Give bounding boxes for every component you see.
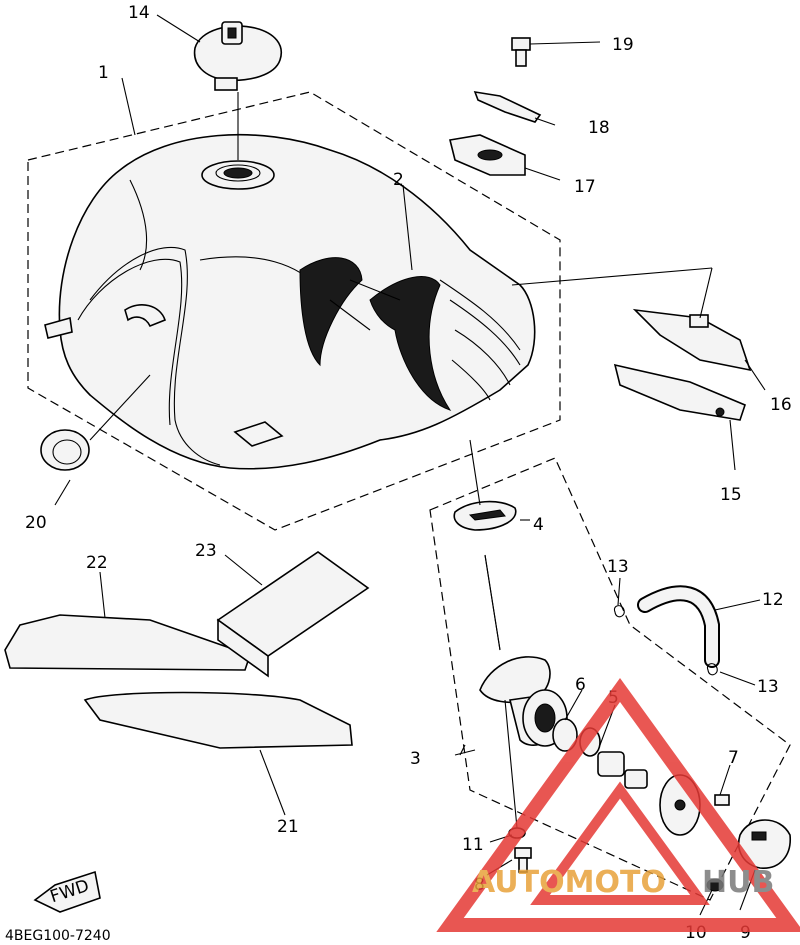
grommet — [40, 429, 90, 471]
callout-22: 22 — [86, 553, 108, 573]
callout-14: 14 — [128, 3, 150, 23]
callout-21: 21 — [277, 817, 299, 837]
callout-15: 15 — [720, 485, 742, 505]
callout-2: 2 — [393, 170, 404, 190]
hose-clip-upper — [613, 605, 625, 618]
fuel-hose — [637, 585, 720, 668]
tank-pad-large — [4, 614, 252, 671]
watermark-logo: AUTOMOTO HUB — [436, 678, 800, 932]
callout-19: 19 — [612, 35, 634, 55]
callout-16: 16 — [770, 395, 792, 415]
leader-lines — [54, 14, 766, 916]
side-cover-pad — [83, 691, 353, 749]
callout-7: 7 — [728, 748, 739, 768]
callout-6: 6 — [575, 675, 586, 695]
tank-bracket-rear — [632, 308, 752, 372]
callout-11: 11 — [462, 835, 484, 855]
tank-bracket-front — [613, 363, 746, 421]
watermark-triangle — [436, 678, 800, 932]
fuel-cock-gasket — [453, 500, 517, 531]
callout-17: 17 — [574, 177, 596, 197]
damper-pad — [449, 134, 526, 176]
screw-10 — [706, 878, 724, 892]
tank-pad-small — [216, 551, 370, 678]
hose-clip-lower — [706, 663, 718, 676]
callout-4: 4 — [533, 515, 544, 535]
callout-18: 18 — [588, 118, 610, 138]
watermark-text-a: AUTOMOTO — [472, 865, 666, 900]
fuel-cock-assembly-boundary — [429, 457, 791, 901]
callout-1: 1 — [98, 63, 109, 83]
screw-7 — [714, 794, 730, 806]
callout-23: 23 — [195, 541, 217, 561]
watermark-triangle-inner — [530, 781, 710, 905]
forward-direction-arrow: FWD — [33, 870, 101, 913]
callout-13b: 13 — [757, 677, 779, 697]
fuel-cap — [193, 21, 282, 91]
callout-12: 12 — [762, 590, 784, 610]
fuel-tank — [44, 133, 536, 470]
callout-9: 9 — [740, 923, 751, 943]
callout-20: 20 — [25, 513, 47, 533]
tank-assembly-boundary — [27, 91, 561, 531]
callout-3: 3 — [410, 749, 421, 769]
fuel-cock — [479, 554, 568, 747]
drawing-code: 4BEG100-7240 — [5, 928, 111, 944]
bolt — [511, 37, 531, 67]
screw-8 — [514, 847, 532, 873]
callout-13a: 13 — [607, 557, 629, 577]
damper-strip — [473, 90, 542, 123]
watermark-text-b: HUB — [702, 865, 774, 900]
